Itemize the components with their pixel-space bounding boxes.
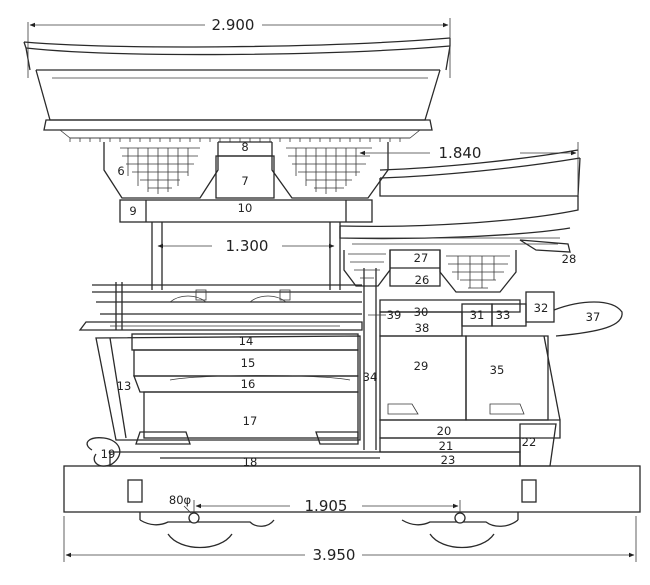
bracket-cluster-left (103, 142, 219, 199)
bracket-cluster-rear-right (439, 250, 517, 293)
part-label: 29 (414, 359, 429, 373)
part-label: 38 (415, 321, 430, 335)
part-label: 22 (522, 435, 537, 449)
part-label: 8 (241, 140, 248, 154)
bracket-cluster-right (271, 142, 389, 199)
part-label: 28 (562, 252, 577, 266)
rear-eave-end-28 (519, 239, 571, 253)
part-label: 7 (241, 174, 248, 188)
part-label: 20 (437, 424, 452, 438)
part-label: 10 (238, 201, 253, 215)
part-label: 31 (470, 308, 485, 322)
frieze-7 (215, 155, 275, 199)
wheel-rear (429, 533, 495, 549)
part-label: 23 (441, 453, 456, 467)
part-label: 9 (129, 204, 136, 218)
bracket-cluster-rear-left (343, 250, 391, 287)
part-label: 16 (241, 377, 256, 391)
dimension-rear-roof-width: 1.840 (359, 142, 579, 196)
chassis (63, 451, 641, 549)
total-length-label: 3.950 (313, 546, 356, 564)
part-label: 15 (241, 356, 256, 370)
dimension-total-length: 3.950 (63, 516, 637, 564)
part-label: 39 (387, 308, 402, 322)
part-label: 13 (117, 379, 132, 393)
part-label: 30 (414, 305, 429, 319)
part-label: 26 (415, 273, 430, 287)
part-label: 19 (101, 447, 116, 461)
part-label: 17 (243, 414, 258, 428)
railing (78, 282, 363, 331)
part-label: 18 (243, 455, 258, 469)
wheel-base-label: 1.905 (305, 497, 348, 515)
pillars (151, 222, 377, 450)
rear-roof-width-label: 1.840 (439, 144, 482, 162)
part-label: 6 (117, 164, 124, 178)
part-label: 14 (239, 334, 254, 348)
wheel-diameter-label: 80φ (169, 493, 191, 507)
dimension-pillar-span: 1.300 (157, 237, 335, 255)
wheel-diameter-leader (183, 505, 193, 515)
front-curl-19 (86, 437, 121, 467)
part-label: 35 (490, 363, 505, 377)
part-label: 37 (586, 310, 601, 324)
rear-roof (339, 149, 581, 253)
body (95, 333, 361, 445)
dimension-wheel-base: 1.905 (193, 497, 461, 515)
rear-body (379, 291, 623, 467)
part-label: 21 (439, 439, 454, 453)
part-label: 34 (363, 370, 378, 384)
wheel-front (167, 533, 233, 549)
beam-10 (119, 199, 373, 223)
roof-width-label: 2.900 (212, 16, 255, 34)
part-label: 27 (414, 251, 429, 265)
part-label: 33 (496, 308, 511, 322)
pillar-span-label: 1.300 (226, 237, 269, 255)
main-roof (23, 37, 451, 142)
part-label: 32 (534, 301, 549, 315)
dimension-roof-width: 2.900 (27, 16, 451, 78)
part-numbers: 6 7 8 9 10 13 14 15 16 17 18 19 20 21 22… (101, 140, 601, 469)
